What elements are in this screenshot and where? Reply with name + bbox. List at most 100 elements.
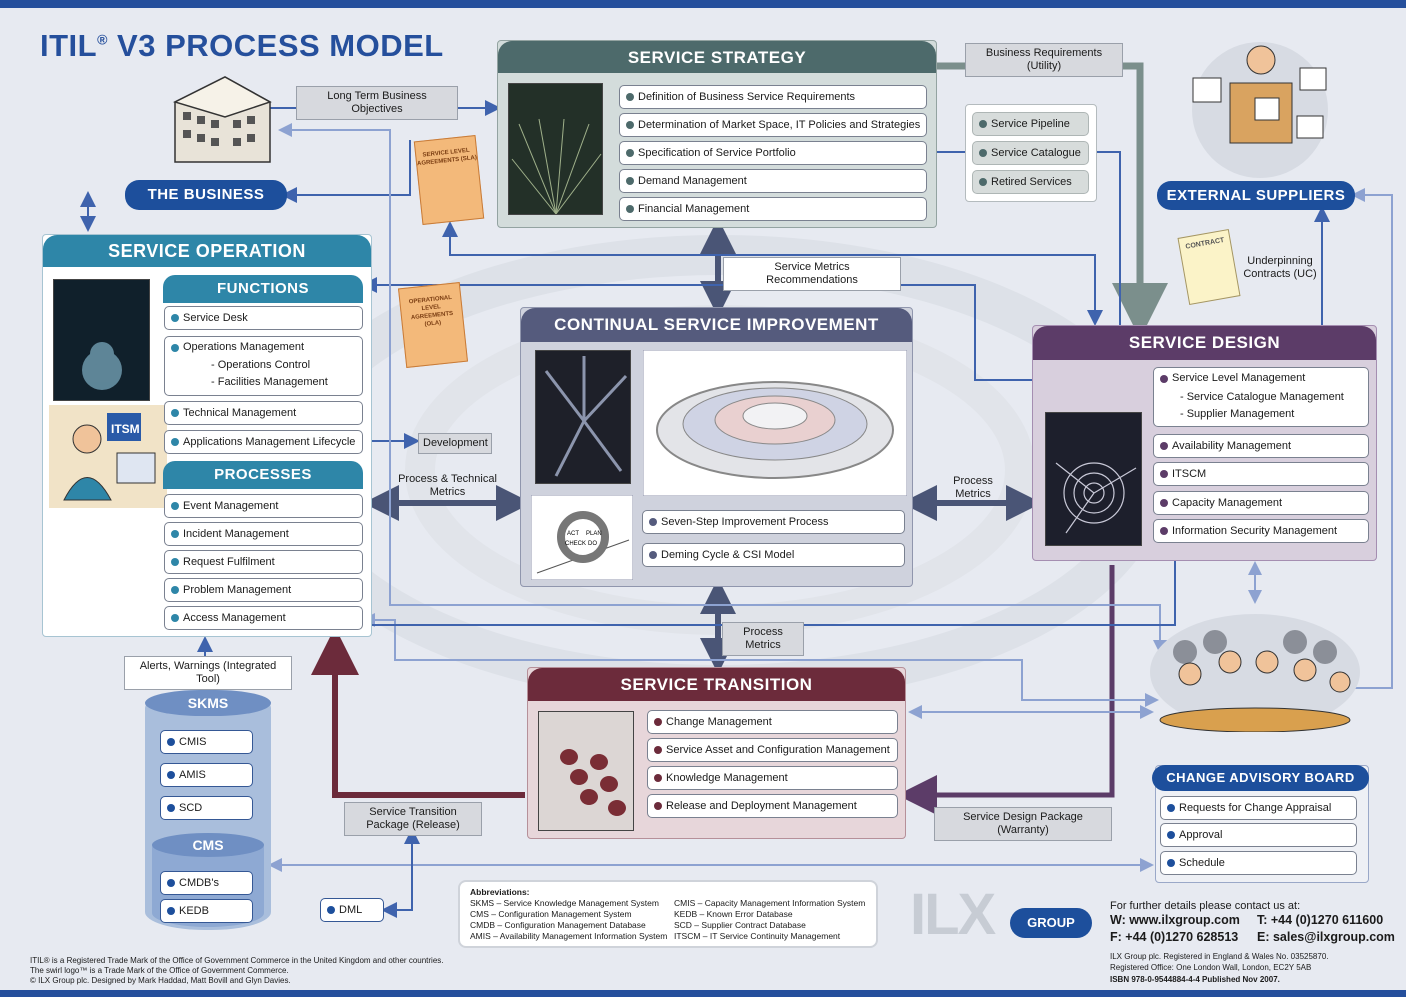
abbreviations-left: SKMS – Service Knowledge Management Syst… — [470, 898, 668, 941]
bullet-icon — [171, 344, 179, 352]
bullet-icon — [649, 518, 657, 526]
bullet-icon — [1167, 831, 1175, 839]
request-fulfilment-item[interactable]: Request Fulfilment — [164, 550, 363, 574]
service-catalogue-item[interactable]: Service Catalogue — [972, 141, 1089, 165]
bullet-icon — [167, 879, 175, 887]
change-management-item[interactable]: Change Management — [647, 710, 898, 734]
operations-management-item[interactable]: Operations Management - Operations Contr… — [164, 336, 363, 396]
applications-management-item[interactable]: Applications Management Lifecycle — [164, 430, 363, 454]
bullet-icon — [167, 771, 175, 779]
bullet-icon — [979, 178, 987, 186]
page-title: ITIL® V3 PROCESS MODEL — [40, 28, 444, 63]
release-deployment-item[interactable]: Release and Deployment Management — [647, 794, 898, 818]
itscm-item[interactable]: ITSCM — [1153, 462, 1369, 486]
technical-management-item[interactable]: Technical Management — [164, 401, 363, 425]
bullet-icon — [171, 530, 179, 538]
information-security-item[interactable]: Information Security Management — [1153, 519, 1369, 543]
design-book-cover — [1045, 412, 1142, 546]
strategy-item-5[interactable]: Financial Management — [619, 197, 927, 221]
csi-book-cover — [535, 350, 631, 484]
csi-header: CONTINUAL SERVICE IMPROVEMENT — [521, 308, 912, 342]
bullet-icon — [171, 409, 179, 417]
service-pipeline-item[interactable]: Service Pipeline — [972, 112, 1089, 136]
bullet-icon — [979, 120, 987, 128]
contact-tel: T: +44 (0)1270 611600 — [1257, 913, 1384, 927]
deming-cycle-diagram: ACT PLAN CHECK DO — [531, 495, 633, 580]
bullet-icon — [626, 177, 634, 185]
strategy-item-4[interactable]: Demand Management — [619, 169, 927, 193]
cab-people-illustration — [1150, 614, 1360, 732]
seven-step-item[interactable]: Seven-Step Improvement Process — [642, 510, 905, 534]
deming-check: CHECK — [565, 541, 586, 547]
bullet-icon — [654, 774, 662, 782]
registration-line-2: Registered Office: One London Wall, Lond… — [1110, 963, 1312, 972]
service-transition-header: SERVICE TRANSITION — [528, 668, 905, 701]
retired-services-item[interactable]: Retired Services — [972, 170, 1089, 194]
cmis-item[interactable]: CMIS — [160, 730, 253, 754]
top-border — [0, 0, 1406, 8]
bullet-icon — [1167, 804, 1175, 812]
contact-email[interactable]: E: sales@ilxgroup.com — [1257, 930, 1395, 944]
isbn-line: ISBN 978-0-9544884-4-4 Published Nov 200… — [1110, 975, 1280, 984]
approval-item[interactable]: Approval — [1160, 823, 1357, 847]
building-illustration — [172, 76, 272, 163]
bullet-icon — [327, 906, 335, 914]
contact-intro: For further details please contact us at… — [1110, 900, 1301, 912]
sla-document: SERVICE LEVEL AGREEMENTS (SLA) — [413, 134, 485, 226]
strategy-item-3[interactable]: Specification of Service Portfolio — [619, 141, 927, 165]
service-level-management-item[interactable]: Service Level Management - Service Catal… — [1153, 367, 1369, 427]
bullet-icon — [171, 558, 179, 566]
deming-plan: PLAN — [586, 531, 602, 537]
service-strategy-header: SERVICE STRATEGY — [498, 41, 936, 73]
cms-header: CMS — [152, 833, 264, 857]
dml-item[interactable]: DML — [320, 898, 384, 922]
bullet-icon — [167, 907, 175, 915]
deming-cycle-item[interactable]: Deming Cycle & CSI Model — [642, 543, 905, 567]
service-asset-config-item[interactable]: Service Asset and Configuration Manageme… — [647, 738, 898, 762]
strategy-item-2[interactable]: Determination of Market Space, IT Polici… — [619, 113, 927, 137]
footnote-line-3: © ILX Group plc. Designed by Mark Haddad… — [30, 976, 291, 985]
registration-line-1: ILX Group plc. Registered in England & W… — [1110, 952, 1329, 961]
bullet-icon — [167, 738, 175, 746]
cmdb-item[interactable]: CMDB's — [160, 871, 253, 895]
bullet-icon — [171, 438, 179, 446]
bullet-icon — [171, 314, 179, 322]
service-operation-header: SERVICE OPERATION — [43, 235, 371, 267]
transition-book-cover — [538, 711, 634, 831]
bullet-icon — [1160, 527, 1168, 535]
abbreviations-heading: Abbreviations: — [470, 887, 530, 897]
business-requirements-label: Business Requirements (Utility) — [965, 43, 1123, 77]
bullet-icon — [626, 205, 634, 213]
development-label: Development — [418, 433, 492, 454]
ola-document: OPERATIONAL LEVEL AGREEMENTS (OLA) — [397, 281, 469, 369]
scd-item[interactable]: SCD — [160, 796, 253, 820]
external-suppliers-pill: EXTERNAL SUPPLIERS — [1157, 181, 1355, 210]
capacity-management-item[interactable]: Capacity Management — [1153, 491, 1369, 515]
amis-item[interactable]: AMIS — [160, 763, 253, 787]
service-desk-item[interactable]: Service Desk — [164, 306, 363, 330]
bullet-icon — [171, 586, 179, 594]
bullet-icon — [979, 149, 987, 157]
bullet-icon — [626, 93, 634, 101]
bullet-icon — [1160, 442, 1168, 450]
knowledge-management-item[interactable]: Knowledge Management — [647, 766, 898, 790]
bullet-icon — [171, 502, 179, 510]
footnote-line-1: ITIL® is a Registered Trade Mark of the … — [30, 956, 444, 965]
underpinning-contracts-label: Underpinning Contracts (UC) — [1243, 255, 1317, 280]
bullet-icon — [1160, 499, 1168, 507]
strategy-item-1[interactable]: Definition of Business Service Requireme… — [619, 85, 927, 109]
ilx-group-logo: ILX GROUP — [910, 880, 1095, 960]
bullet-icon — [654, 718, 662, 726]
access-management-item[interactable]: Access Management — [164, 606, 363, 630]
kedb-item[interactable]: KEDB — [160, 899, 253, 923]
problem-management-item[interactable]: Problem Management — [164, 578, 363, 602]
rfc-appraisal-item[interactable]: Requests for Change Appraisal — [1160, 796, 1357, 820]
availability-management-item[interactable]: Availability Management — [1153, 434, 1369, 458]
incident-management-item[interactable]: Incident Management — [164, 522, 363, 546]
event-management-item[interactable]: Event Management — [164, 494, 363, 518]
skms-header: SKMS — [145, 690, 271, 716]
processes-header: PROCESSES — [163, 461, 363, 489]
contact-web[interactable]: W: www.ilxgroup.com — [1110, 913, 1240, 927]
csi-panel: CONTINUAL SERVICE IMPROVEMENT ACT PLAN C… — [520, 307, 913, 587]
schedule-item[interactable]: Schedule — [1160, 851, 1357, 875]
